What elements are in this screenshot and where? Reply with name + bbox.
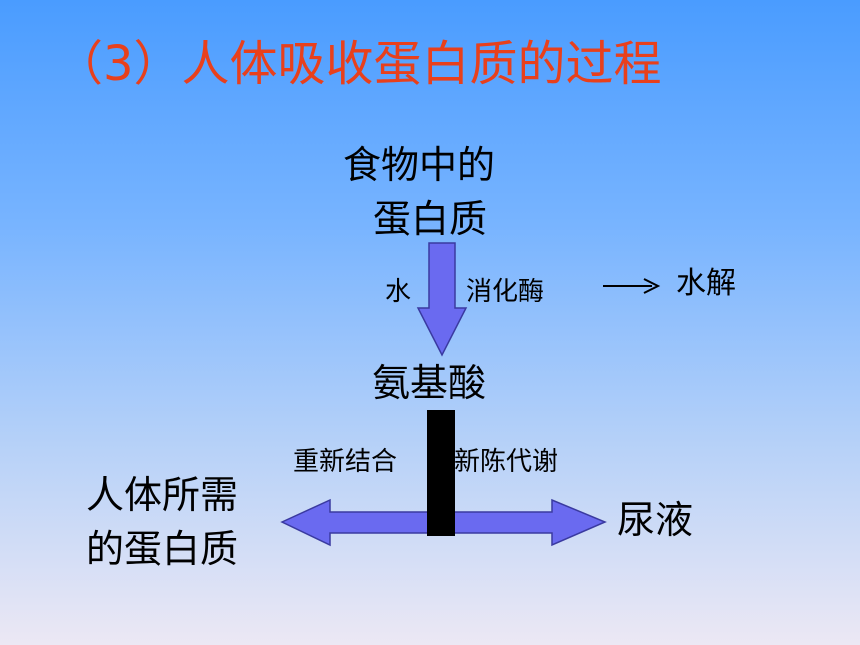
label-recombine: 重新结合 [293, 447, 398, 477]
body-protein-line2: 的蛋白质 [86, 527, 239, 571]
slide-title: （3）人体吸收蛋白质的过程 [55, 36, 662, 92]
label-enzyme: 消化酶 [466, 277, 545, 307]
label-hydrolysis: 水解 [676, 266, 736, 301]
down-arrow [416, 242, 468, 357]
amino-acid: 氨基酸 [372, 361, 487, 405]
hydrolysis-arrow [603, 278, 661, 294]
label-metabolism: 新陈代谢 [454, 447, 559, 477]
food-protein-line2: 蛋白质 [373, 197, 488, 241]
body-protein-line1: 人体所需 [86, 473, 239, 517]
urine: 尿液 [617, 498, 694, 542]
food-protein-line1: 食物中的 [343, 143, 496, 187]
label-water: 水 [385, 277, 412, 307]
split-bar [427, 410, 455, 536]
